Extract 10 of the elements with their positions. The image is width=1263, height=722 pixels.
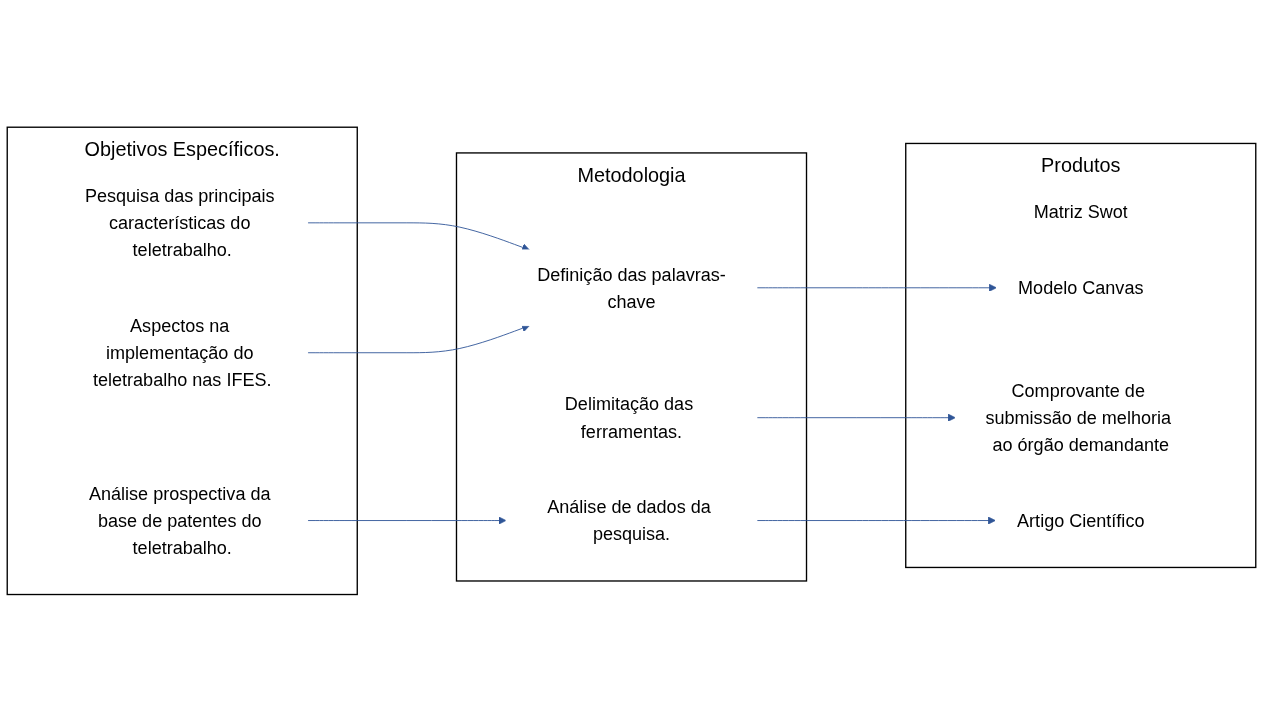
node-text: Análise prospectiva da base de patentes do teletrabalho. bbox=[88, 483, 271, 558]
node-text: Aspectos na implementação do teletrabalho nas IFES. bbox=[92, 315, 272, 390]
node-text: Análise de dados da pesquisa. bbox=[547, 497, 711, 545]
node-text: Definição das palavras-chave bbox=[537, 264, 726, 312]
node-text: Delimitação das ferramentas. bbox=[564, 394, 694, 442]
node-text: Comprovante de submissão de melhoria ao órgão demandante bbox=[985, 380, 1172, 455]
node-text: Pesquisa das principais características do teletrabalho. bbox=[84, 185, 275, 260]
node-text: Artigo Científico bbox=[1017, 510, 1145, 531]
node-text: Matriz Swot bbox=[1033, 202, 1128, 223]
node-text: Modelo Canvas bbox=[1018, 278, 1144, 298]
